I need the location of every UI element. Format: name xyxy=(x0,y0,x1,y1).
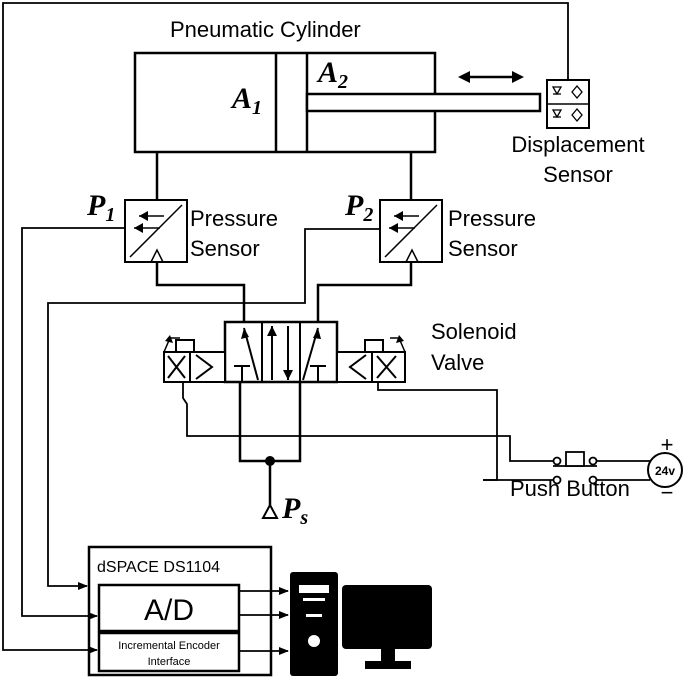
left-coil-wire xyxy=(182,382,557,462)
area2-label: A2 xyxy=(316,56,348,93)
voltage-label: 24v xyxy=(655,464,675,478)
supply-source-icon xyxy=(261,502,279,519)
motion-arrow xyxy=(458,71,524,83)
voltage-plus: + xyxy=(661,432,674,457)
solenoid-valve xyxy=(163,320,406,384)
sensor1-to-valve-line xyxy=(155,262,246,322)
solenoid-valve-label-line1: Solenoid xyxy=(431,319,517,344)
sensor2-to-valve-line xyxy=(316,262,413,322)
pressure-sensor-2-label-line1: Pressure xyxy=(448,206,536,231)
supply-manifold-line xyxy=(238,382,302,463)
dspace-title: dSPACE DS1104 xyxy=(97,559,220,576)
piston-rod xyxy=(305,92,542,113)
dspace-box xyxy=(87,545,273,677)
encoder-label-line1: Incremental Encoder xyxy=(118,640,220,652)
right-coil-wire xyxy=(377,382,498,481)
pressure-sensor-2 xyxy=(379,199,443,263)
pneumatic-cylinder xyxy=(133,51,542,154)
displacement-sensor-label-line1: Displacement xyxy=(511,132,644,157)
pressure-sensor-1-label-line1: Pressure xyxy=(190,206,278,231)
encoder-module xyxy=(97,631,241,673)
displacement-sensor xyxy=(546,79,590,129)
pressure-sensor-2-label-line2: Sensor xyxy=(448,236,518,261)
voltage-source: 24v + − xyxy=(647,432,683,505)
computer-tower-icon xyxy=(290,572,338,676)
displacement-sensor-label-line2: Sensor xyxy=(543,162,613,187)
p1-label: P1 xyxy=(86,189,115,226)
solenoid-valve-label-line2: Valve xyxy=(431,350,484,375)
monitor-icon xyxy=(342,585,432,669)
area1-label: A1 xyxy=(230,82,262,119)
p1-signal-wire xyxy=(21,227,125,620)
supply-junction xyxy=(265,456,275,466)
p2-label: P2 xyxy=(344,189,373,226)
encoder-label-line2: Interface xyxy=(148,656,191,668)
voltage-minus: − xyxy=(661,480,674,505)
ad-module xyxy=(97,583,241,633)
displacement-signal-wire xyxy=(2,2,569,654)
p2-signal-wire xyxy=(47,228,380,590)
ad-label: A/D xyxy=(144,594,194,627)
cylinder-title: Pneumatic Cylinder xyxy=(170,17,361,42)
pressure-sensor-1 xyxy=(124,199,188,263)
supply-pressure-label: Ps xyxy=(281,492,308,529)
push-button xyxy=(552,451,598,485)
pressure-sensor-1-label-line2: Sensor xyxy=(190,236,260,261)
